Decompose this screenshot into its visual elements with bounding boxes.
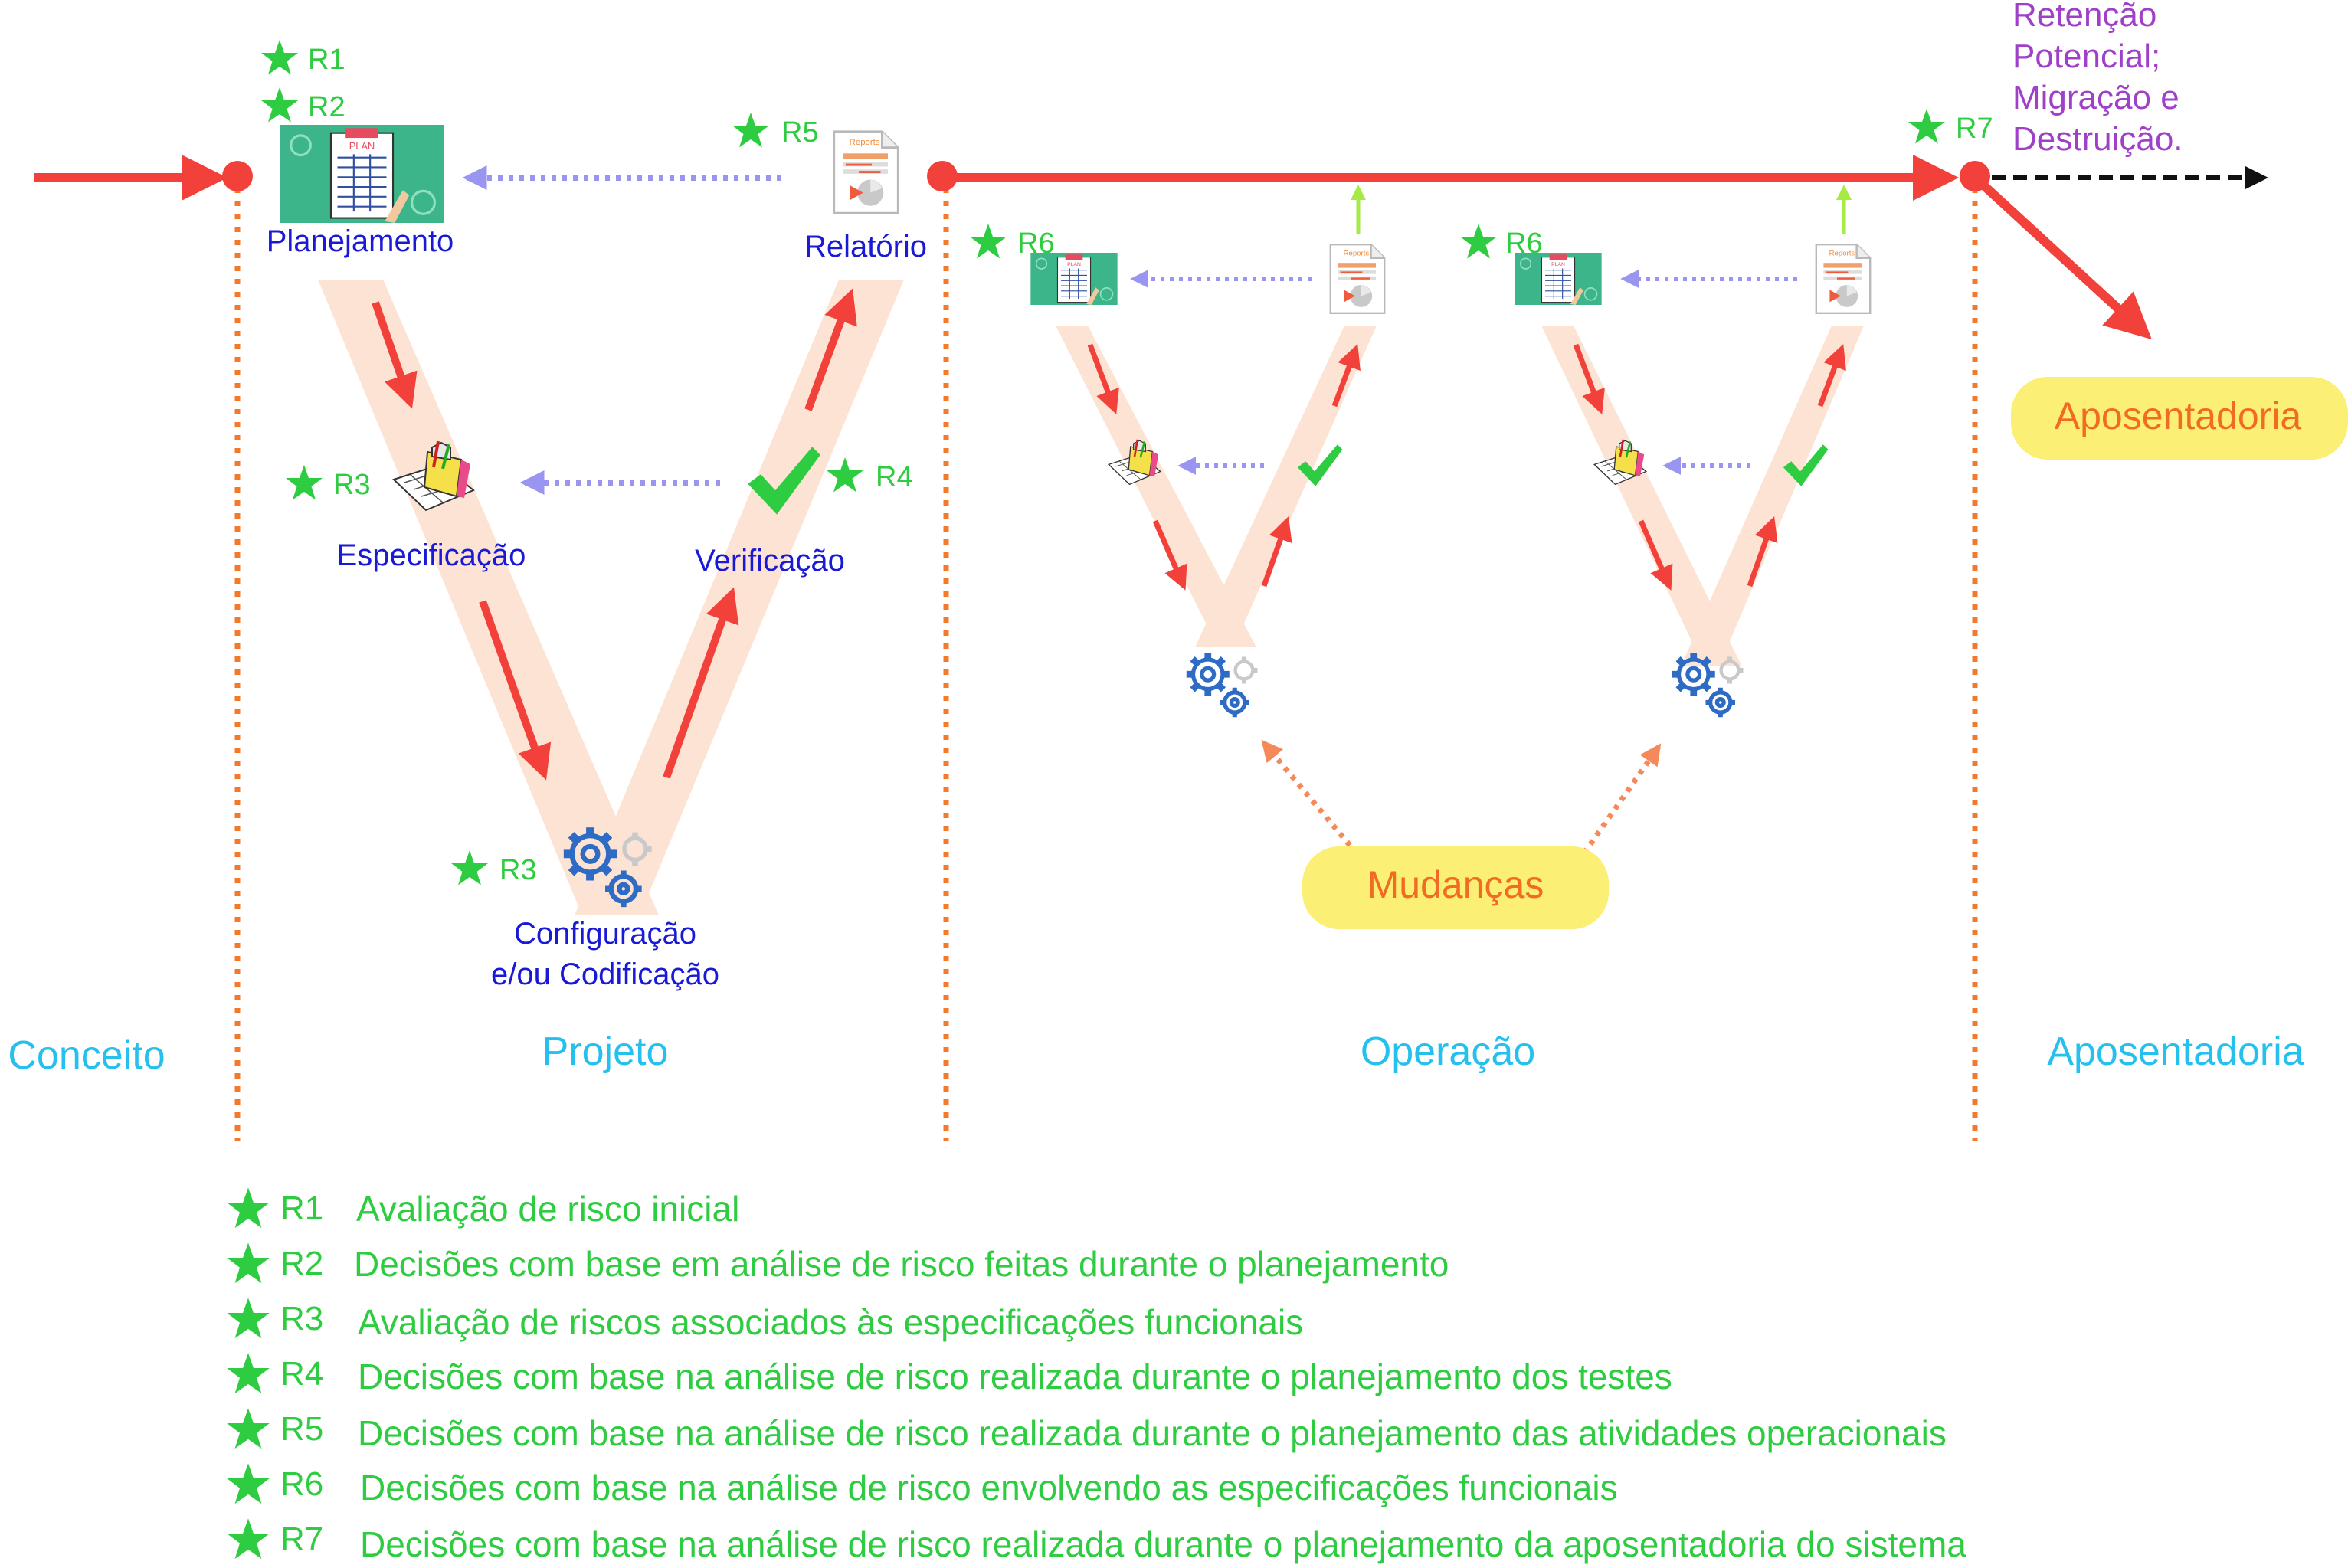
marker-r6: R6	[1017, 228, 1055, 260]
phase-retirement-label: Aposentadoria	[2047, 1030, 2304, 1074]
report-icon	[1329, 243, 1386, 315]
legend-code: R1	[280, 1190, 323, 1227]
legend-item-r5: R5 Decisões com base na análise de risco…	[227, 1408, 1947, 1453]
legend-text: Avaliação de risco inicial	[356, 1189, 739, 1229]
legend-item-r6: R6 Decisões com base na análise de risco…	[227, 1463, 1618, 1507]
star-icon	[261, 40, 298, 75]
marker-r1: R1	[308, 44, 345, 76]
legend-text: Avaliação de riscos associados às especi…	[358, 1302, 1303, 1342]
phase-operation-label: Operação	[1361, 1030, 1535, 1074]
stage-config-label-line2: e/ou Codificação	[491, 957, 719, 991]
star-icon	[286, 465, 323, 500]
phase-dividers	[234, 188, 1978, 1141]
star-icon	[1908, 109, 1945, 144]
legend-text: Decisões com base na análise de risco re…	[358, 1413, 1947, 1453]
marker-r3: R3	[499, 854, 537, 886]
gears-icon	[1187, 653, 1258, 717]
marker-r7: R7	[1956, 113, 1993, 145]
retirement-badge	[2011, 377, 2348, 460]
marker-r4: R4	[876, 461, 913, 493]
marker-r6: R6	[1505, 228, 1543, 260]
star-icon	[227, 1187, 270, 1229]
legend: R1 Avaliação de risco inicial R2 Decisõe…	[227, 1187, 1966, 1564]
legend-item-r7: R7 Decisões com base na análise de risco…	[227, 1518, 1966, 1564]
star-icon	[227, 1518, 270, 1560]
changes-badge-label: Mudanças	[1367, 863, 1544, 906]
star-icon	[227, 1463, 270, 1504]
milestone-dot	[1960, 161, 1990, 191]
legend-code: R5	[280, 1410, 323, 1448]
milestone-dot	[927, 161, 958, 191]
retention-line3: Migração e	[2012, 79, 2179, 116]
marker-r3: R3	[333, 469, 371, 501]
phase-concept-label: Conceito	[8, 1033, 165, 1078]
plan-board-icon	[1514, 253, 1603, 305]
report-icon	[833, 130, 899, 214]
star-icon	[227, 1408, 270, 1449]
milestone-dot	[222, 161, 253, 191]
legend-code: R6	[280, 1465, 323, 1503]
legend-text: Decisões com base em análise de risco fe…	[354, 1244, 1449, 1284]
legend-text: Decisões com base na análise de risco en…	[360, 1468, 1618, 1507]
report-up-arrows	[1351, 185, 1852, 234]
change-arrows	[1261, 739, 1662, 864]
report-icon	[1815, 243, 1872, 315]
star-icon	[732, 113, 769, 148]
phase-project-label: Projeto	[542, 1030, 669, 1074]
operation-flow-arrows	[1087, 343, 1846, 591]
star-icon	[227, 1298, 270, 1339]
plan-board-icon	[280, 125, 444, 223]
project-flow-arrows	[372, 288, 857, 781]
stage-config-label-line1: Configuração	[514, 917, 696, 951]
star-icon	[1460, 224, 1497, 259]
legend-text: Decisões com base na análise de risco re…	[360, 1524, 1966, 1564]
star-icon	[970, 224, 1007, 259]
marker-r5: R5	[781, 116, 819, 149]
project-v-bands	[318, 280, 904, 915]
legend-code: R3	[280, 1300, 323, 1337]
legend-code: R7	[280, 1521, 323, 1558]
legend-item-r4: R4 Decisões com base na análise de risco…	[227, 1353, 1672, 1396]
star-icon	[227, 1242, 270, 1284]
stage-planning-label: Planejamento	[267, 224, 454, 258]
star-icon	[827, 457, 863, 493]
legend-item-r1: R1 Avaliação de risco inicial	[227, 1187, 739, 1229]
stage-report-label: Relatório	[804, 230, 927, 264]
retention-line1: Retenção	[2012, 0, 2156, 34]
operation-v-bands	[1056, 326, 1864, 666]
star-icon	[227, 1353, 270, 1394]
operation-feedback-arrows	[1130, 270, 1797, 475]
retirement-badge-label: Aposentadoria	[2055, 394, 2302, 437]
retirement-arrow	[1976, 178, 2152, 340]
stage-specification-label: Especificação	[337, 538, 526, 572]
legend-item-r2: R2 Decisões com base em análise de risco…	[227, 1242, 1449, 1284]
gears-icon	[1672, 653, 1744, 717]
legend-item-r3: R3 Avaliação de riscos associados às esp…	[227, 1298, 1303, 1342]
project-feedback-arrows	[462, 165, 781, 495]
retention-line2: Potencial;	[2012, 38, 2160, 75]
legend-text: Decisões com base na análise de risco re…	[358, 1357, 1672, 1396]
plan-board-icon	[1030, 253, 1118, 305]
changes-badge	[1302, 846, 1609, 929]
legend-code: R2	[280, 1245, 323, 1282]
star-icon	[451, 850, 488, 885]
legend-code: R4	[280, 1355, 323, 1393]
stage-verification-label: Verificação	[695, 544, 845, 578]
retention-line4: Destruição.	[2012, 120, 2183, 158]
star-icon	[261, 87, 298, 123]
marker-r2: R2	[308, 91, 345, 123]
